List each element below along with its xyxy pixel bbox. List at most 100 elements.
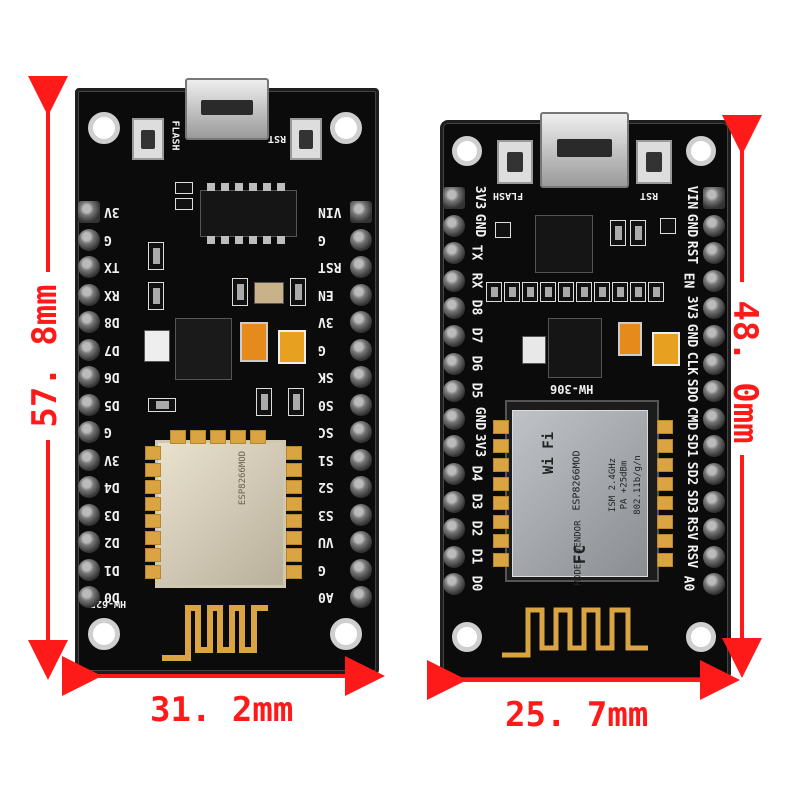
- header-pin: [703, 380, 725, 403]
- castellated-pad: [493, 496, 509, 510]
- header-pin: [350, 283, 372, 306]
- header-pin: [703, 545, 725, 568]
- header-pin: [78, 256, 100, 278]
- header-pin: [703, 269, 725, 292]
- header-pin: [703, 435, 725, 458]
- castellated-pad: [493, 477, 509, 491]
- header-pin: [443, 269, 465, 292]
- smd-component: [660, 218, 676, 234]
- voltage-regulator: [548, 318, 602, 378]
- mount-hole: [330, 112, 362, 144]
- flash-button: [132, 118, 164, 160]
- castellated-pad: [286, 531, 302, 545]
- header-pin: [443, 573, 465, 596]
- height-label-large: 57. 8mm: [25, 284, 65, 428]
- width-label-large: 31. 2mm: [150, 690, 294, 730]
- castellated-pad: [145, 514, 161, 528]
- header-pin: [350, 366, 372, 388]
- header-pin: [703, 352, 725, 375]
- castellated-pad: [145, 531, 161, 545]
- reset-button: [290, 118, 322, 160]
- header-pin: [78, 338, 100, 361]
- header-pin: [703, 573, 725, 596]
- header-pin: [443, 352, 465, 375]
- smd-component: [148, 242, 164, 270]
- regulator-tab: [522, 336, 546, 364]
- header-pin: [78, 448, 100, 471]
- header-pin: [78, 393, 100, 416]
- header-pin: [443, 490, 465, 513]
- header-pin: [443, 380, 465, 403]
- smd-component: [256, 388, 272, 416]
- pcb-antenna: [162, 605, 268, 661]
- header-pin: [703, 297, 725, 320]
- castellated-pad: [657, 515, 673, 529]
- smd-component: [148, 398, 176, 412]
- castellated-pad: [493, 458, 509, 472]
- mount-hole: [88, 618, 120, 650]
- width-label-small: 25. 7mm: [505, 695, 649, 735]
- usb-serial-chip: [200, 183, 297, 244]
- header-pin: [443, 545, 465, 568]
- capacitor: [618, 322, 642, 356]
- castellated-pad: [286, 548, 302, 562]
- header-pin: [443, 407, 465, 430]
- castellated-pad: [493, 439, 509, 453]
- castellated-pad: [170, 430, 186, 444]
- header-pin: [78, 311, 100, 333]
- castellated-pad: [250, 430, 266, 444]
- castellated-pad: [657, 439, 673, 453]
- height-label-small: 48. 0mm: [725, 300, 765, 444]
- castellated-pad: [286, 480, 302, 494]
- reset-button: [636, 140, 672, 184]
- castellated-pad: [145, 565, 161, 579]
- castellated-pad: [145, 497, 161, 511]
- header-pin: [443, 435, 465, 458]
- micro-usb-port: [185, 78, 269, 140]
- tantalum-capacitor: [652, 332, 680, 366]
- header-pin: [350, 201, 372, 223]
- header-pin: [703, 518, 725, 541]
- smd-component: [288, 388, 304, 416]
- castellated-pad: [657, 477, 673, 491]
- regulator-tab: [144, 330, 170, 362]
- castellated-pad: [493, 420, 509, 434]
- smd-component: [232, 278, 248, 306]
- esp8266-module: ESP8266MOD: [155, 440, 286, 588]
- smd-component: [610, 220, 626, 246]
- castellated-pad: [286, 565, 302, 579]
- header-pin: [350, 311, 372, 333]
- header-pin: [703, 407, 725, 430]
- castellated-pad: [286, 463, 302, 477]
- smd-component: [495, 222, 511, 238]
- header-pin: [350, 558, 372, 581]
- header-pin: [443, 518, 465, 541]
- header-pin: [703, 214, 725, 237]
- header-pin: [78, 201, 100, 223]
- header-pin: [78, 531, 100, 553]
- header-pin: [443, 187, 465, 209]
- castellated-pad: [210, 430, 226, 444]
- header-pin: [350, 476, 372, 498]
- castellated-pad: [657, 496, 673, 510]
- header-pin: [350, 586, 372, 608]
- header-pin: [350, 393, 372, 416]
- header-pin: [350, 256, 372, 278]
- smd-component: [175, 182, 193, 194]
- mount-hole: [88, 112, 120, 144]
- smd-component: [290, 278, 306, 306]
- tantalum-capacitor: [278, 330, 306, 364]
- smd-component: [175, 198, 193, 210]
- header-pin: [350, 338, 372, 361]
- header-pin: [350, 448, 372, 471]
- header-pin: [78, 283, 100, 306]
- mount-hole: [452, 136, 482, 166]
- header-pin: [350, 531, 372, 553]
- header-pin: [443, 297, 465, 320]
- header-pin: [78, 421, 100, 443]
- header-pin: [443, 214, 465, 237]
- castellated-pad: [657, 420, 673, 434]
- header-pin: [443, 242, 465, 265]
- smd-component: [630, 220, 646, 246]
- crystal: [254, 282, 284, 304]
